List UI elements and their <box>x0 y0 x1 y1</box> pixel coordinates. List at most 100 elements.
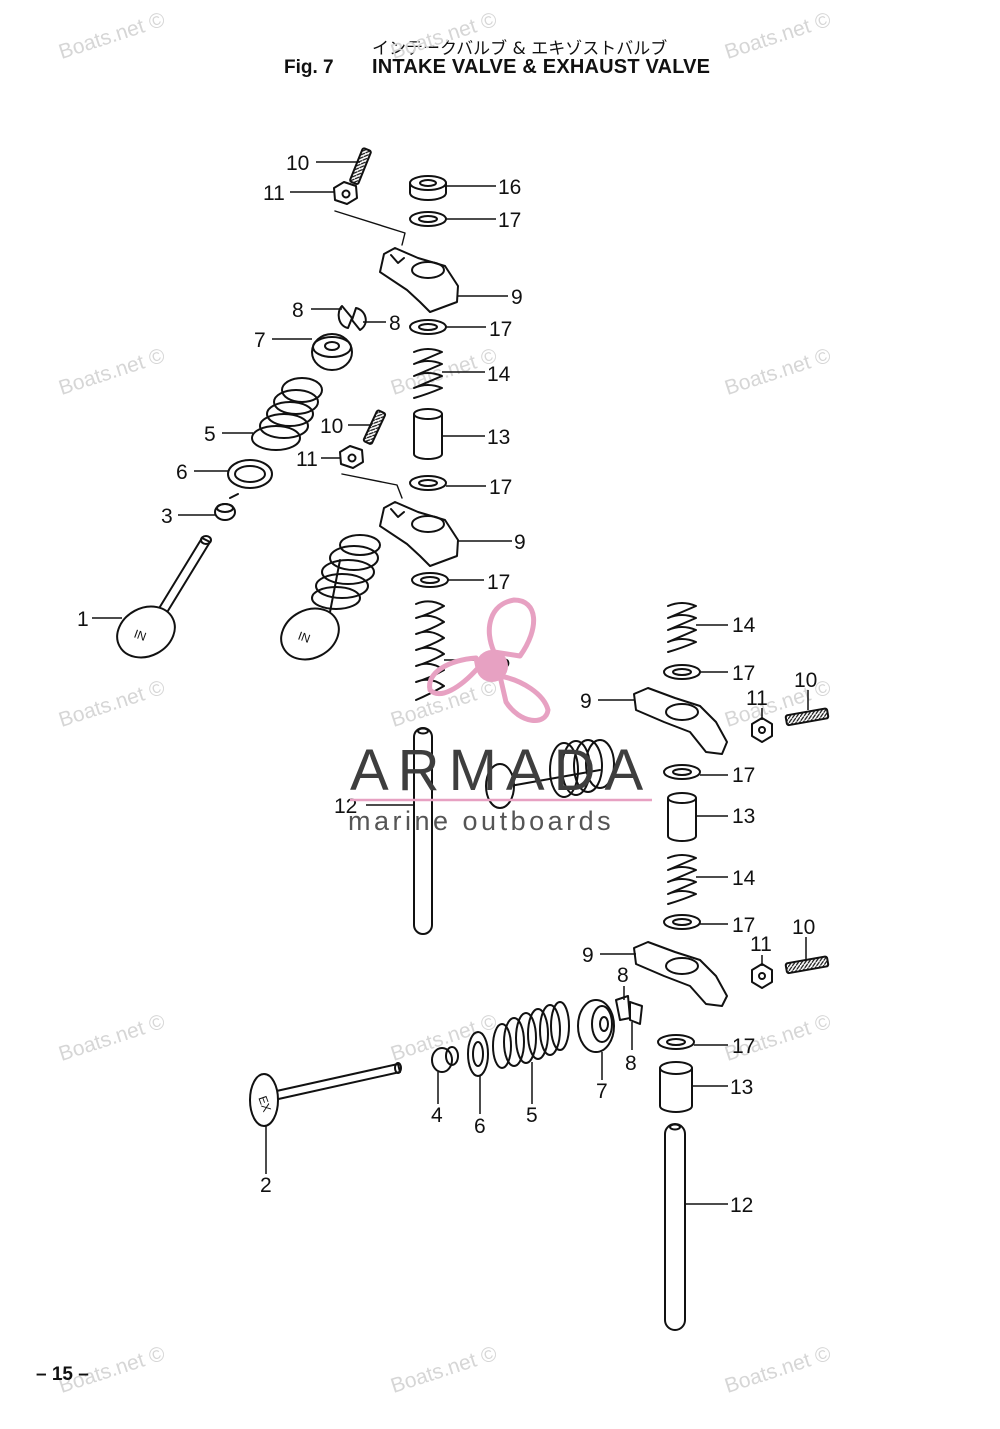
spring-retainer-7-a <box>311 333 353 371</box>
callout: 6 <box>474 1115 486 1138</box>
valve-seal-6-a <box>227 459 273 489</box>
stem-seal-3 <box>214 493 239 521</box>
washer-17-h <box>657 1034 695 1050</box>
valve-spring-5-a <box>251 377 323 451</box>
rocker-arm-a <box>379 247 459 313</box>
rocker-arm-b <box>379 501 459 567</box>
push-rod-guide-13-b <box>667 792 697 842</box>
callout: 10 <box>320 415 343 438</box>
callout: 17 <box>732 1035 755 1058</box>
callout: 2 <box>260 1174 272 1197</box>
logo-wordmark: ARMADA <box>350 738 652 803</box>
washer-16 <box>409 175 447 201</box>
propeller-hub-icon <box>476 650 508 682</box>
lock-nut-right-a <box>751 717 773 743</box>
assembly-guide-line <box>334 210 406 246</box>
title-english: INTAKE VALVE & EXHAUST VALVE <box>372 56 711 78</box>
callout: 9 <box>511 286 523 309</box>
stem-seal-4 <box>431 1046 459 1073</box>
callout: 9 <box>582 944 594 967</box>
callout: 8 <box>625 1052 637 1075</box>
exhaust-valve-2 <box>249 1062 402 1127</box>
adjust-screw-mid <box>362 409 387 445</box>
leader-lines <box>92 161 809 1205</box>
callout: 17 <box>732 662 755 685</box>
callout: 10 <box>286 152 309 175</box>
cotter-8-a <box>337 305 367 331</box>
armada-logo: ARMADA marine outboards <box>348 597 652 836</box>
intake-valve-1 <box>116 535 212 659</box>
callout: 17 <box>498 209 521 232</box>
callout: 7 <box>254 329 266 352</box>
push-rod-12-b <box>664 1123 686 1331</box>
washer-17-d <box>411 572 449 588</box>
intake-valve-assembly <box>280 534 381 661</box>
callout: 7 <box>596 1080 608 1103</box>
push-rod-12-a <box>413 727 433 935</box>
spring-14-b <box>667 602 697 653</box>
lock-nut-right-b <box>751 963 773 989</box>
callout: 14 <box>732 614 756 637</box>
lock-nut-top <box>333 181 358 205</box>
callout: 17 <box>732 764 755 787</box>
callout: 13 <box>487 426 510 449</box>
exhaust-valve-assembly <box>485 739 615 809</box>
callout: 13 <box>732 805 755 828</box>
valve-marking-in: IN <box>132 627 148 644</box>
callout: 5 <box>526 1104 538 1127</box>
washer-17-c <box>409 475 447 491</box>
callout: 5 <box>204 423 216 446</box>
push-rod-guide-13-a <box>413 408 443 460</box>
adjust-screw-right-a <box>784 707 830 727</box>
valve-marking-ex: EX <box>255 1094 274 1114</box>
callout: 17 <box>732 914 755 937</box>
callout: 11 <box>296 448 318 471</box>
cotter-8-b <box>615 995 643 1025</box>
valve-spring-5-b <box>492 1001 570 1069</box>
callout: 3 <box>161 505 173 528</box>
page-number: – 15 – <box>36 1364 89 1385</box>
callout: 17 <box>489 476 512 499</box>
washer-17-f <box>663 764 701 780</box>
callout: 11 <box>750 933 772 956</box>
spring-retainer-7-b <box>577 999 615 1053</box>
callout: 17 <box>487 571 510 594</box>
adjust-screw-right-b <box>784 955 830 975</box>
propeller-logo-icon <box>427 597 551 723</box>
spring-15 <box>415 600 445 701</box>
washer-17-b <box>409 319 447 335</box>
adjust-screw-top <box>349 147 372 185</box>
callout: 1 <box>77 608 89 631</box>
callout: 10 <box>794 669 817 692</box>
logo-tagline: marine outboards <box>348 806 614 836</box>
valve-markings: IN IN EX <box>132 627 312 1114</box>
rocker-arm-d <box>633 941 728 1007</box>
valve-marking-in: IN <box>296 629 312 646</box>
callout: 8 <box>389 312 401 335</box>
callout: 9 <box>514 531 526 554</box>
spring-14-c <box>667 854 697 905</box>
callout: 12 <box>730 1194 753 1217</box>
title-japanese: インテークバルブ & エキゾストバルブ <box>372 39 668 59</box>
callout: 13 <box>730 1076 753 1099</box>
callout: 9 <box>580 690 592 713</box>
rocker-arm-c <box>633 687 728 755</box>
figure-label: Fig. 7 <box>284 57 334 78</box>
push-rod-guide-13-c <box>659 1061 693 1113</box>
callout: 11 <box>746 687 768 710</box>
washer-17-g <box>663 914 701 930</box>
washer-17-a <box>409 211 447 227</box>
callout: 14 <box>487 363 511 386</box>
callout: 4 <box>431 1104 443 1127</box>
washer-17-e <box>663 664 701 680</box>
callout: 6 <box>176 461 188 484</box>
valve-seal-6-b <box>467 1031 489 1077</box>
assembly-guide-line <box>341 473 403 499</box>
callout: 16 <box>498 176 521 199</box>
lock-nut-mid <box>339 445 364 469</box>
callout: 10 <box>792 916 815 939</box>
callout: 14 <box>732 867 756 890</box>
callout: 17 <box>489 318 512 341</box>
callout: 11 <box>263 182 285 205</box>
